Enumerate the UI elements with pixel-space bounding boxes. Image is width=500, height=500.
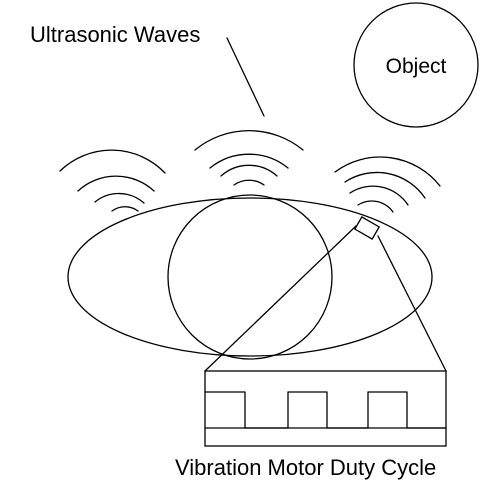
ultrasonic-waves-pointer — [226, 37, 265, 117]
head-circle — [167, 194, 333, 360]
ultrasonic-waves-label: Ultrasonic Waves — [30, 22, 200, 47]
ultrasonic-wave-group-middle — [194, 129, 304, 186]
wave-arc — [94, 192, 145, 204]
wave-arc — [209, 153, 289, 169]
zoom-line-right — [377, 235, 447, 372]
duty-cycle-label: Vibration Motor Duty Cycle — [175, 455, 436, 480]
wave-arc — [334, 156, 441, 187]
body-ellipse — [67, 197, 433, 357]
wave-arc — [357, 200, 394, 213]
vibration-motor — [353, 216, 381, 240]
wave-arc — [77, 175, 155, 192]
duty-cycle-box — [204, 370, 447, 447]
wave-arc — [349, 185, 409, 206]
zoom-line-left — [204, 225, 357, 372]
wave-arc — [194, 129, 304, 151]
ultrasonic-wave-group-left — [59, 149, 166, 212]
wave-arc — [220, 164, 278, 177]
duty-cycle-waveform — [204, 391, 447, 429]
wave-arc — [59, 149, 166, 174]
wave-arc — [344, 171, 426, 199]
ultrasonic-wave-group-right — [334, 156, 441, 213]
object-label: Object — [386, 55, 447, 78]
object-circle — [353, 2, 479, 128]
wave-arc — [233, 179, 265, 186]
wave-arc — [111, 206, 139, 212]
